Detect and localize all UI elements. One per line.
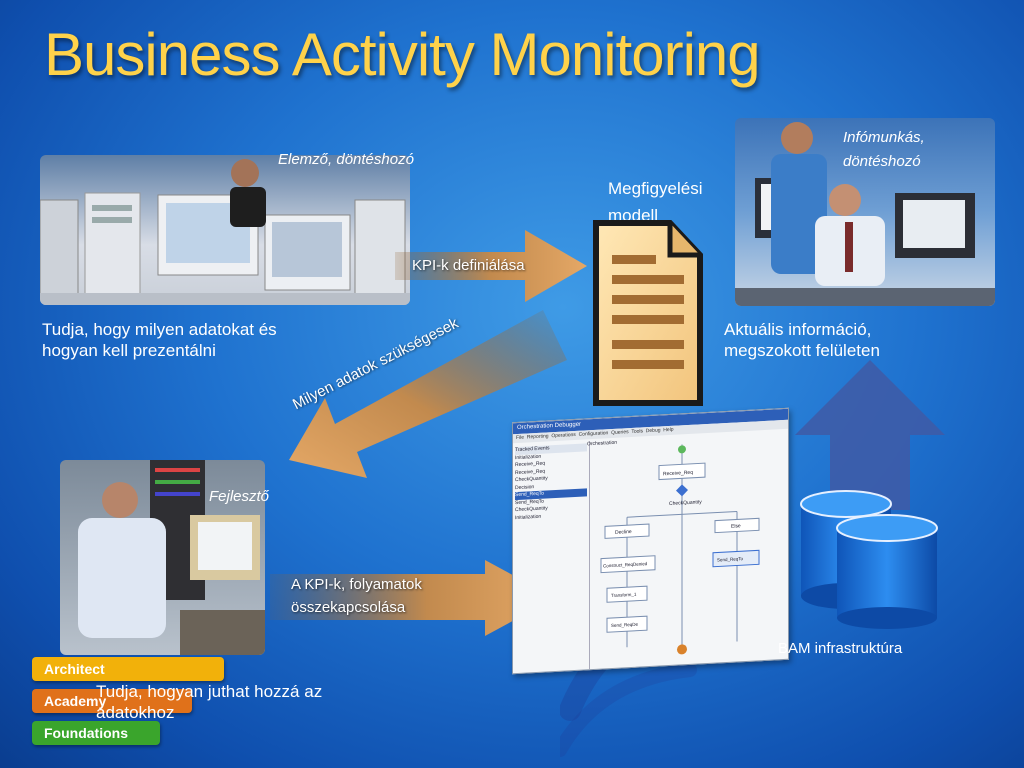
shape-label: Send_ReqTo xyxy=(717,556,743,562)
model-label-line1: Megfigyelési xyxy=(608,179,703,198)
menu-item: Operations xyxy=(551,431,576,440)
analyst-desc-line1: Tudja, hogy milyen adatokat és xyxy=(42,320,277,339)
shape-label: Else xyxy=(731,523,741,530)
menu-item: Configuration xyxy=(578,430,609,438)
data-needs-arrow-icon xyxy=(289,310,567,478)
kpi-arrow-label: KPI-k definiálása xyxy=(412,257,525,274)
orchestration-diagram: Receive_Req CheckQuantity Decline Else C… xyxy=(600,444,760,655)
link-arrow-label-line2: összekapcsolása xyxy=(291,599,406,616)
shape-label: Decline xyxy=(615,529,632,536)
badge-academy: Academy xyxy=(32,689,192,713)
link-arrow-label-line1: A KPI-k, folyamatok xyxy=(291,576,422,593)
shape-label: Construct_ReqDenied xyxy=(603,561,648,568)
up-arrow-icon xyxy=(795,360,945,510)
shape-label: Transform_1 xyxy=(611,592,637,598)
developer-photo xyxy=(60,460,265,655)
shape-label: Receive_Req xyxy=(663,470,693,478)
infoworker-desc-line1: Aktuális információ, xyxy=(724,320,872,339)
menu-item: Debug xyxy=(645,427,661,435)
badge-foundations: Foundations xyxy=(32,721,160,745)
badge-architect: Architect xyxy=(32,657,224,681)
slide-title: Business Activity Monitoring xyxy=(44,21,761,88)
menu-item: Tools xyxy=(631,428,643,436)
developer-desc-line1: Tudja, hogyan juthat hozzá az xyxy=(96,682,323,701)
infoworker-role-line2: döntéshozó xyxy=(843,153,921,170)
shape-label: Send_ReqDe xyxy=(611,622,638,628)
developer-role: Fejlesztő xyxy=(209,488,270,505)
infoworker-photo xyxy=(735,118,995,306)
menu-item: Help xyxy=(663,426,674,434)
database-icon xyxy=(800,490,938,629)
developer-desc-line2: adatokhoz xyxy=(96,703,175,722)
kpi-arrow-icon xyxy=(395,230,587,302)
analyst-photo xyxy=(40,155,410,305)
bam-label: BAM infrastruktúra xyxy=(778,640,903,657)
infoworker-role-line1: Infómunkás, xyxy=(843,129,925,146)
link-arrow-icon xyxy=(270,560,555,636)
analyst-role: Elemző, döntéshozó xyxy=(278,151,414,168)
document-icon xyxy=(593,220,703,406)
infoworker-desc-line2: megszokott felületen xyxy=(724,341,880,360)
menu-item: Queries xyxy=(611,429,629,437)
shape-label: CheckQuantity xyxy=(669,499,702,507)
analyst-desc-line2: hogyan kell prezentálni xyxy=(42,341,216,360)
menu-item: Reporting xyxy=(526,433,549,441)
menu-item: File xyxy=(516,434,525,442)
events-list: Tracked Events Initialization Receive_Re… xyxy=(513,441,590,674)
debugger-screenshot: Orchestration Debugger File Reporting Op… xyxy=(512,407,789,675)
